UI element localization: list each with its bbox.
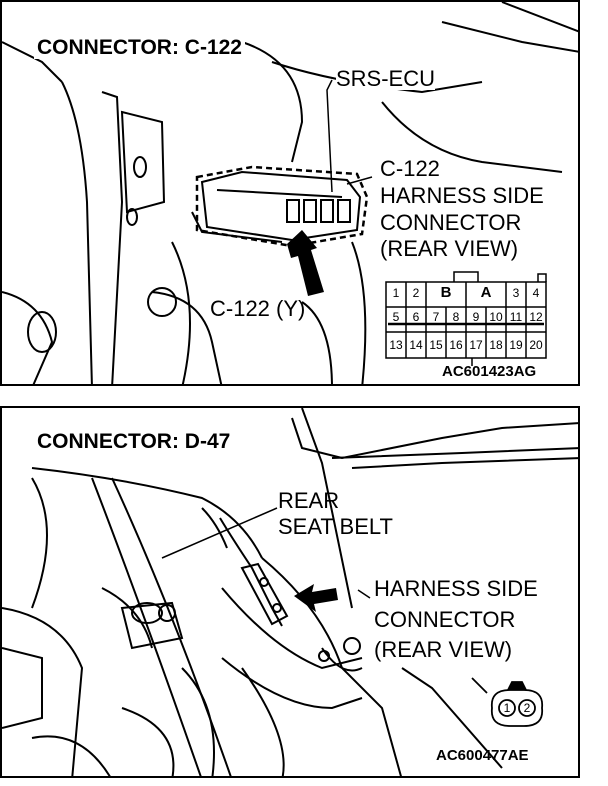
pin-label: 9 <box>472 310 480 324</box>
pin-label: 17 <box>469 338 483 352</box>
part-label-line1: REAR <box>278 488 340 513</box>
pin-label: 2 <box>412 286 420 300</box>
connector-label-line3: CONNECTOR <box>380 210 522 235</box>
pin-label: 11 <box>509 310 523 324</box>
pin-label: 13 <box>389 338 403 352</box>
pin-label: 7 <box>432 310 440 324</box>
pin-label: 15 <box>429 338 443 352</box>
d47-illustration <box>2 408 578 776</box>
connector-d47-panel: CONNECTOR: D-47 REAR SEAT BELT HARNESS S… <box>0 406 580 778</box>
pin-label: 5 <box>392 310 400 324</box>
connector-label-line4: (REAR VIEW) <box>380 236 519 261</box>
part-label-line2: SEAT BELT <box>278 514 393 539</box>
connector-label-line2: HARNESS SIDE <box>380 183 544 208</box>
c122-illustration <box>2 2 578 384</box>
pin-label: 1 <box>392 286 400 300</box>
panel-title: CONNECTOR: D-47 <box>34 430 234 453</box>
pin-label: 1 <box>503 701 511 715</box>
pin-label: 3 <box>512 286 520 300</box>
connector-label-line1: HARNESS SIDE <box>374 576 538 601</box>
pin-label: 16 <box>449 338 463 352</box>
connector-label-line1: C-122 <box>380 156 440 181</box>
pin-label: 12 <box>529 310 543 324</box>
pin-label: 6 <box>412 310 420 324</box>
pin-label: 4 <box>532 286 540 300</box>
figure-code: AC600477AE <box>436 747 529 764</box>
c122-callout-label: C-122 (Y) <box>210 296 306 321</box>
pin-label: 18 <box>489 338 503 352</box>
pin-label: B <box>440 284 452 301</box>
pin-label: 19 <box>509 338 523 352</box>
connector-label-line2: CONNECTOR <box>374 607 516 632</box>
connector-c122-panel: CONNECTOR: C-122 SRS-ECU C-122 (Y) C-122… <box>0 0 580 386</box>
pin-label: 14 <box>409 338 423 352</box>
srs-ecu-label: SRS-ECU <box>336 66 436 91</box>
pin-label: 10 <box>489 310 503 324</box>
pin-label: 20 <box>529 338 543 352</box>
panel-title: CONNECTOR: C-122 <box>34 36 245 59</box>
connector-label-line3: (REAR VIEW) <box>374 637 513 662</box>
figure-code: AC601423AG <box>442 363 537 380</box>
pin-label: A <box>480 284 492 301</box>
pin-label: 8 <box>452 310 460 324</box>
pin-label: 2 <box>523 701 531 715</box>
